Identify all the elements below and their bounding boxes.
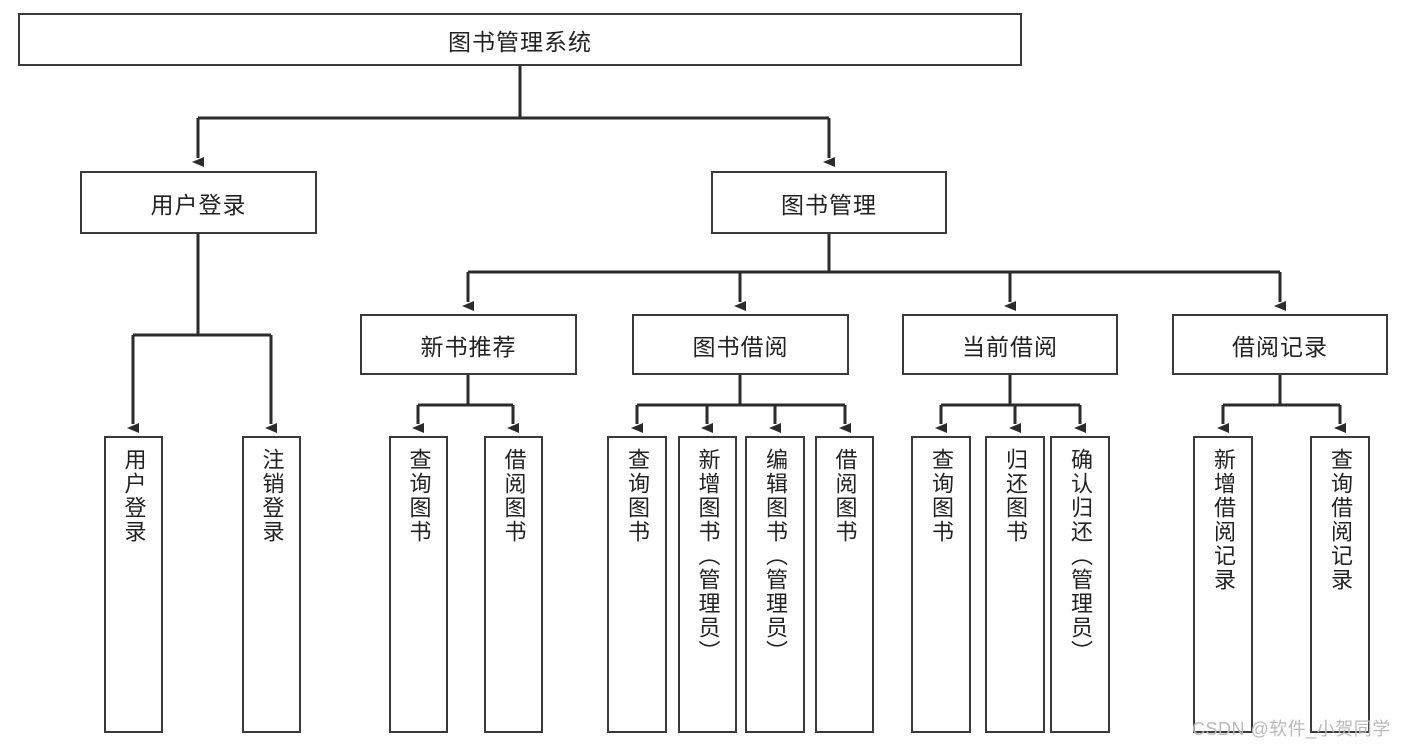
- leaf-user-login-logout[interactable]: 注销登录: [242, 436, 301, 733]
- node-book-borrow[interactable]: 图书借阅: [632, 314, 849, 375]
- leaf-label: 用户登录: [121, 448, 147, 544]
- node-label: 用户登录: [150, 191, 247, 218]
- leaf-label: 归还图书: [1002, 448, 1028, 544]
- node-label: 借阅记录: [1232, 333, 1328, 360]
- leaf-current-query-book[interactable]: 查询图书: [911, 436, 971, 733]
- leaf-label: 新增借阅记录: [1210, 448, 1236, 592]
- leaf-current-return-book[interactable]: 归还图书: [985, 436, 1045, 733]
- leaf-label: 借阅图书: [832, 448, 858, 544]
- node-user-login[interactable]: 用户登录: [80, 171, 317, 234]
- leaf-record-add-record[interactable]: 新增借阅记录: [1193, 436, 1253, 733]
- leaf-label: 查询图书: [624, 448, 650, 544]
- leaf-user-login-login[interactable]: 用户登录: [104, 436, 163, 733]
- node-label: 图书借阅: [692, 333, 789, 360]
- node-new-book-recommend[interactable]: 新书推荐: [360, 314, 577, 375]
- leaf-current-confirm-return-admin[interactable]: 确认归还（管理员）: [1050, 436, 1110, 733]
- leaf-borrow-add-book-admin[interactable]: 新增图书（管理员）: [678, 436, 737, 733]
- leaf-label: 借阅图书: [501, 448, 527, 544]
- node-label: 当前借阅: [962, 333, 1058, 360]
- leaf-label: 编辑图书（管理员）: [762, 448, 788, 664]
- node-borrow-record[interactable]: 借阅记录: [1172, 314, 1388, 375]
- leaf-new-book-query-book[interactable]: 查询图书: [389, 436, 448, 733]
- node-book-management[interactable]: 图书管理: [711, 171, 947, 234]
- leaf-record-query-record[interactable]: 查询借阅记录: [1310, 436, 1370, 733]
- leaf-borrow-borrow-book[interactable]: 借阅图书: [815, 436, 874, 733]
- leaf-borrow-query-book[interactable]: 查询图书: [607, 436, 667, 733]
- leaf-label: 新增图书（管理员）: [695, 448, 721, 664]
- leaf-label: 查询图书: [406, 448, 432, 544]
- leaf-label: 注销登录: [259, 448, 285, 544]
- leaf-new-book-borrow-book[interactable]: 借阅图书: [484, 436, 543, 733]
- node-label: 图书管理: [781, 191, 877, 218]
- node-current-borrow[interactable]: 当前借阅: [902, 314, 1118, 375]
- node-root-book-management-system[interactable]: 图书管理系统: [18, 13, 1022, 66]
- node-label: 新书推荐: [420, 333, 517, 360]
- node-label: 图书管理系统: [448, 28, 592, 55]
- leaf-label: 确认归还（管理员）: [1067, 448, 1093, 664]
- leaf-label: 查询图书: [928, 448, 954, 544]
- leaf-borrow-edit-book-admin[interactable]: 编辑图书（管理员）: [745, 436, 805, 733]
- leaf-label: 查询借阅记录: [1327, 448, 1353, 592]
